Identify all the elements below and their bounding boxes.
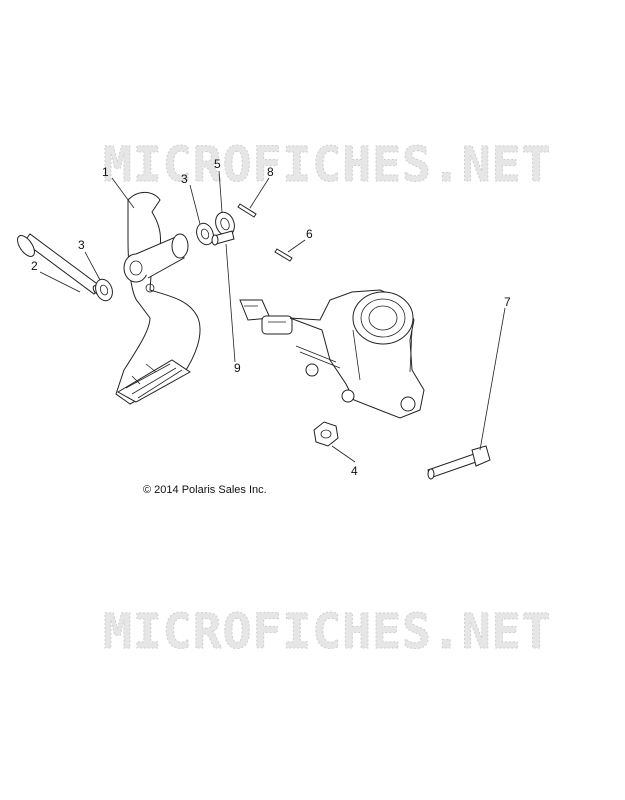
callout-7: 7 <box>504 295 511 309</box>
part-4-nut <box>313 421 339 447</box>
callout-8: 8 <box>267 165 274 179</box>
callout-1: 1 <box>102 165 109 179</box>
callout-6: 6 <box>306 227 313 241</box>
callout-2: 2 <box>31 259 38 273</box>
callout-3-upper: 3 <box>181 172 188 186</box>
part-2-pivot-pin <box>17 233 102 295</box>
part-8-cotter-pin <box>237 203 257 218</box>
part-6-cotter-pin <box>274 248 293 262</box>
callout-5: 5 <box>214 157 221 171</box>
part-9-clevis-pin <box>211 230 235 246</box>
part-7-bolt <box>427 445 491 480</box>
part-3-washer-upper <box>196 222 214 246</box>
master-cylinder <box>239 289 425 419</box>
callout-9: 9 <box>234 361 241 375</box>
watermark-bottom: MICROFICHES.NET <box>103 604 551 660</box>
copyright-text: © 2014 Polaris Sales Inc. <box>143 484 267 496</box>
part-3-washer-left <box>95 278 113 302</box>
callout-3-left: 3 <box>78 238 85 252</box>
leader-lines <box>39 170 506 463</box>
part-1-brake-pedal <box>115 192 201 405</box>
watermark-top: MICROFICHES.NET <box>103 137 551 193</box>
callout-4: 4 <box>351 464 358 478</box>
